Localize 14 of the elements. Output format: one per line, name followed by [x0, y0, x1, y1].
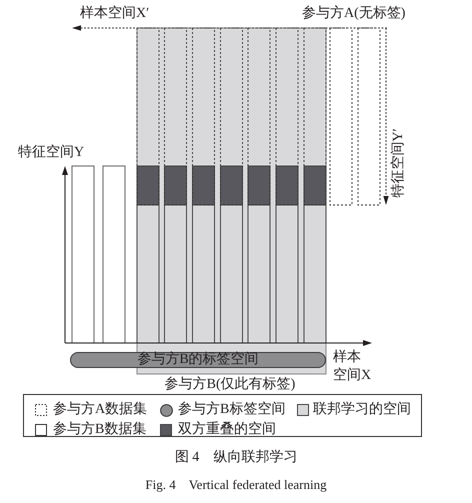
party-label: 参与方B(仅此有标签) [164, 377, 296, 393]
legend-label: 双方重叠的空间 [178, 422, 276, 438]
party-label: 参与方A(无标签) [302, 6, 406, 22]
figure-caption: 图 4 纵向联邦学习 [174, 450, 298, 466]
legend-label: 参与方B标签空间 [178, 402, 286, 418]
figure-caption: Fig. 4 Vertical federated learning [145, 477, 327, 493]
axis-label: 样本空间X [333, 349, 372, 385]
legend-label: 联邦学习的空间 [313, 402, 411, 418]
axis-label: 特征空间Y [18, 145, 84, 161]
label-space-band: 参与方B的标签空间 [70, 352, 326, 368]
legend-label: 参与方A数据集 [53, 402, 148, 418]
axis-label: 样本空间X′ [80, 6, 150, 22]
legend-label: 参与方B数据集 [53, 422, 146, 438]
axis-label: 特征空间Y′ [391, 128, 407, 198]
